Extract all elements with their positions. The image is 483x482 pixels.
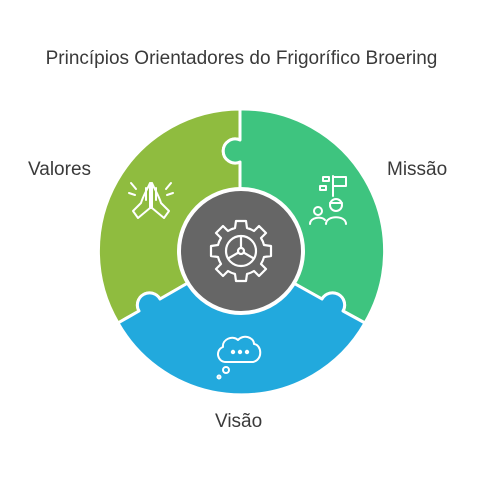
flag-team-icon — [309, 175, 347, 225]
thought-bubble-icon — [216, 335, 262, 380]
segment-visao — [116, 251, 367, 397]
label-valores: Valores — [28, 159, 92, 180]
praying-hands-icon — [128, 182, 174, 219]
label-visao: Visão — [215, 411, 263, 432]
label-missao: Missão — [387, 159, 448, 180]
diagram-title: Princípios Orientadores do Frigorífico B… — [45, 48, 438, 69]
gear-icon — [209, 219, 273, 283]
center-circle — [177, 187, 305, 315]
